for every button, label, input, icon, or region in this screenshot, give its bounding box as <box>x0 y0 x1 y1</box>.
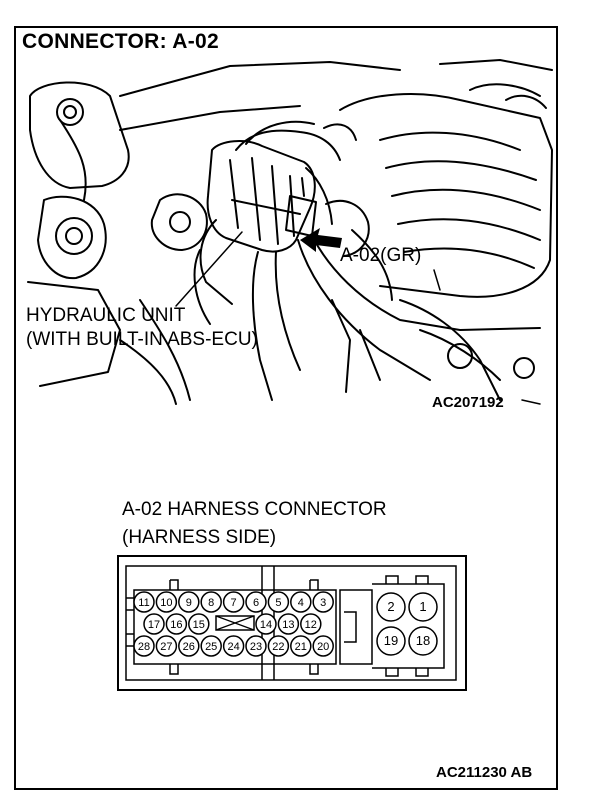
pin-number: 28 <box>138 641 150 653</box>
pin-number: 12 <box>305 619 317 631</box>
connector-pin-4: 4 <box>290 591 312 613</box>
pin-number: 6 <box>253 597 259 609</box>
connector-subheading: (HARNESS SIDE) <box>122 527 277 548</box>
connector-pin-13: 13 <box>277 613 300 635</box>
connector-pin-5: 5 <box>267 591 290 613</box>
pin-number: 21 <box>295 641 307 653</box>
connector-callout-label: A-02(GR) <box>340 245 422 266</box>
hydraulic-unit-label: HYDRAULIC UNIT <box>26 305 186 326</box>
pin-number: 1 <box>419 599 426 614</box>
connector-pin-16: 16 <box>165 613 188 635</box>
connector-figure-id: AC211230 AB <box>436 764 533 781</box>
pin-number: 3 <box>320 597 326 609</box>
pin-number: 27 <box>160 641 172 653</box>
pin-number: 20 <box>317 641 329 653</box>
connector-pin-11: 11 <box>133 591 155 613</box>
connector-pin-2: 2 <box>376 592 406 622</box>
connector-pin-20: 20 <box>312 635 334 657</box>
pin-number: 13 <box>282 619 294 631</box>
connector-pin-26: 26 <box>178 635 200 657</box>
connector-pin-9: 9 <box>178 591 200 613</box>
pin-number: 4 <box>298 597 304 609</box>
connector-pin-22: 22 <box>267 635 290 657</box>
photo-figure-id: AC207192 <box>432 394 504 411</box>
connector-pin-27: 27 <box>155 635 178 657</box>
connector-pin-21: 21 <box>290 635 312 657</box>
connector-pin-6: 6 <box>245 591 267 613</box>
pin-number: 10 <box>160 597 172 609</box>
connector-pin-24: 24 <box>222 635 245 657</box>
connector-pin-25: 25 <box>200 635 222 657</box>
connector-pin-7: 7 <box>222 591 245 613</box>
pin-number: 8 <box>208 597 214 609</box>
hydraulic-unit-sublabel: (WITH BUILT-IN ABS-ECU) <box>26 329 258 350</box>
connector-pin-3: 3 <box>312 591 334 613</box>
connector-pin-17: 17 <box>143 613 165 635</box>
pin-number: 16 <box>170 619 182 631</box>
pin-number: 5 <box>275 597 281 609</box>
connector-pin-23: 23 <box>245 635 267 657</box>
connector-pin-28: 28 <box>133 635 155 657</box>
figure-frame <box>14 26 558 790</box>
connector-pin-1: 1 <box>408 592 438 622</box>
pin-number: 9 <box>186 597 192 609</box>
pin-number: 17 <box>148 619 160 631</box>
connector-pin-18: 18 <box>408 626 438 656</box>
pin-number: 22 <box>272 641 284 653</box>
pin-number: 11 <box>138 597 149 609</box>
connector-pin-8: 8 <box>200 591 222 613</box>
pin-number: 18 <box>416 633 430 648</box>
connector-pin-15: 15 <box>188 613 210 635</box>
pin-number: 24 <box>227 641 239 653</box>
pin-number: 2 <box>387 599 394 614</box>
pin-number: 25 <box>205 641 217 653</box>
connector-pin-10: 10 <box>155 591 178 613</box>
pin-number: 14 <box>260 619 272 631</box>
page-title: CONNECTOR: A-02 <box>22 30 220 53</box>
pin-number: 19 <box>384 633 398 648</box>
pin-number: 15 <box>193 619 205 631</box>
connector-pin-19: 19 <box>376 626 406 656</box>
connector-pin-12: 12 <box>300 613 322 635</box>
pin-number: 7 <box>231 597 237 609</box>
pin-number: 26 <box>183 641 195 653</box>
connector-pin-14: 14 <box>255 613 277 635</box>
connector-heading: A-02 HARNESS CONNECTOR <box>122 499 387 520</box>
pin-number: 23 <box>250 641 262 653</box>
